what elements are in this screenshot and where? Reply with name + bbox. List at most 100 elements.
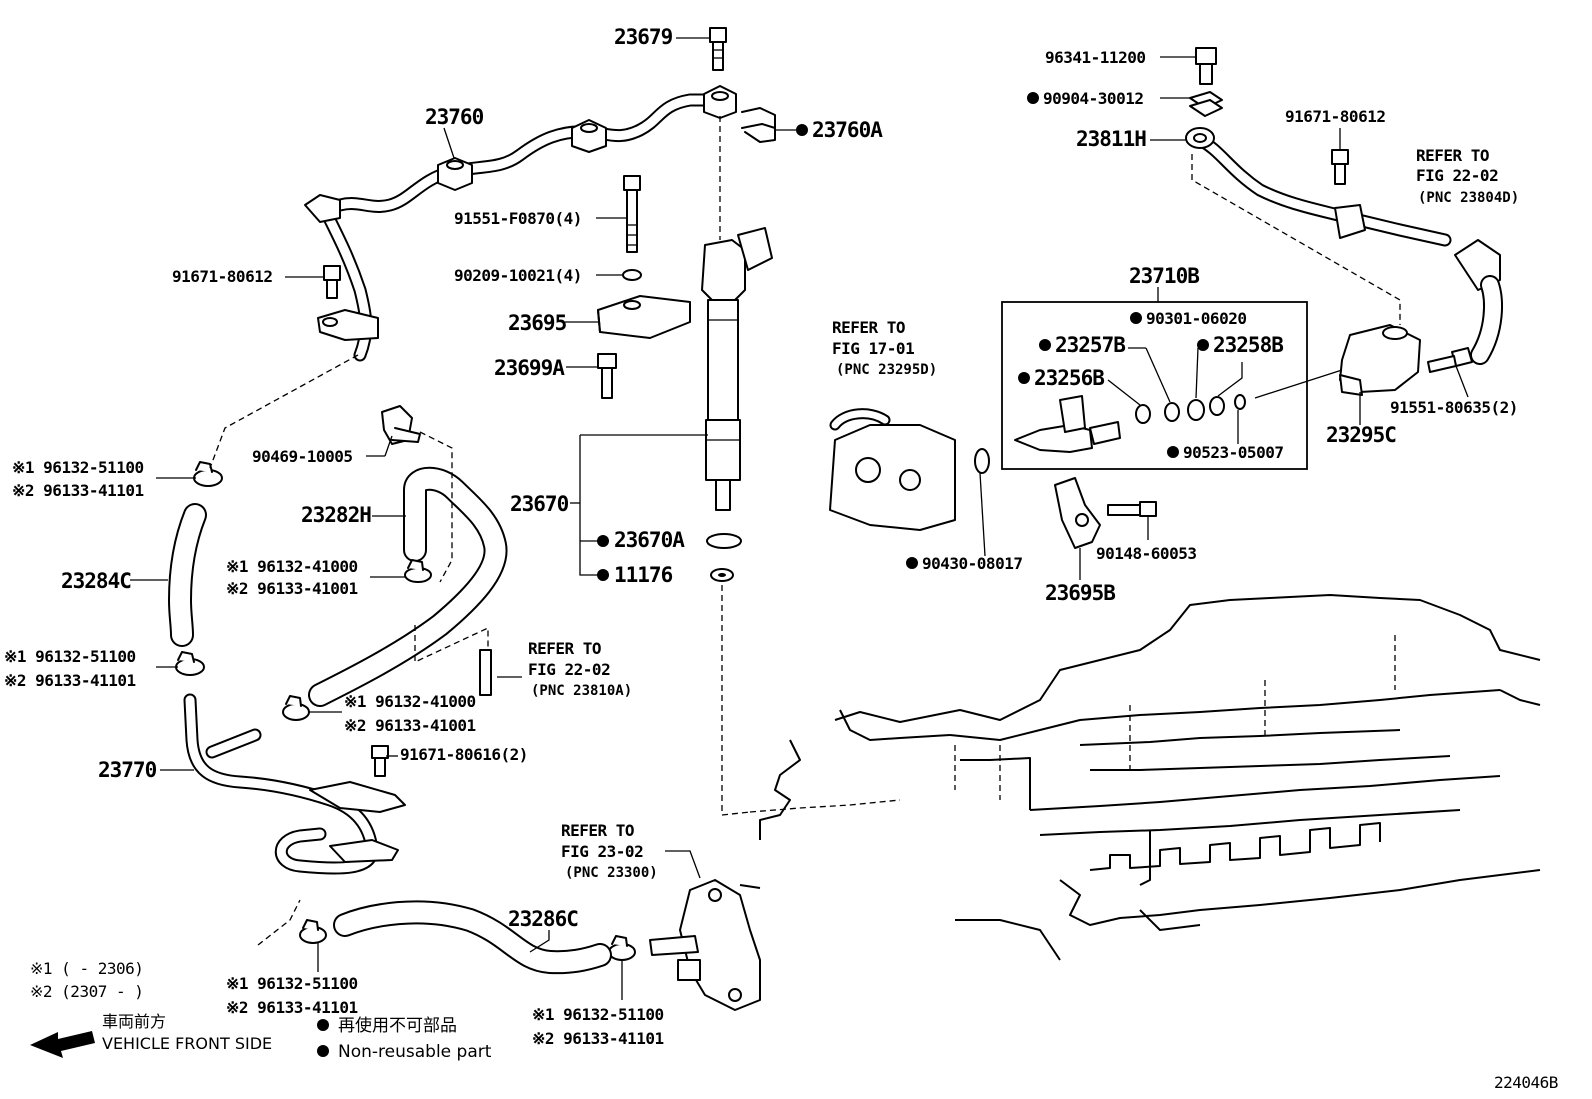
label-23258B: 23258B [1213, 333, 1283, 357]
label-23710B: 23710B [1129, 264, 1199, 288]
kit-box-23710B [1001, 301, 1308, 470]
refer-r2-line1: REFER TO [832, 318, 905, 337]
clamp-23695 [597, 295, 691, 339]
clamp-mid-left [175, 651, 205, 676]
clamp-lower-hose [282, 695, 310, 721]
bolt-91671-80612-left [323, 265, 341, 299]
legend-nonreuse-en: Non-reusable part [338, 1042, 492, 1062]
diagram-id: 224046B [1494, 1073, 1558, 1092]
nonreusable-markers [317, 92, 1209, 1057]
clamp-bottom-left [299, 919, 327, 944]
clamp-label-c5b: ※2 96133-41101 [226, 998, 358, 1017]
label-23295C: 23295C [1326, 423, 1396, 447]
leader-lines [130, 37, 1469, 1000]
label-91671-80616: 91671-80616(2) [400, 745, 528, 764]
fuel-pump [649, 879, 761, 1011]
refer-r3-line3: (PNC 23810A) [531, 683, 632, 699]
label-90469: 90469-10005 [252, 447, 352, 466]
engine-block [749, 594, 1541, 961]
vehicle-front-arrow-icon [30, 1031, 95, 1058]
clip-23760A [741, 107, 776, 143]
refer-r4-line2: FIG 23-02 [561, 842, 643, 861]
label-90148: 90148-60053 [1096, 544, 1196, 563]
label-90430: 90430-08017 [922, 554, 1022, 573]
label-23284C: 23284C [61, 569, 131, 593]
gasket-hole [718, 573, 726, 577]
bolt-23699A [597, 353, 617, 399]
clamp-labels: ※1 96132-51100 ※2 96133-41101 ※1 96132-4… [4, 458, 664, 1048]
gasket-90904 [1189, 91, 1223, 117]
label-11176: 11176 [614, 563, 673, 587]
clamp-label-c6a: ※1 96132-51100 [532, 1005, 664, 1024]
label-90209: 90209-10021(4) [454, 266, 582, 285]
bracket-23695B [1054, 477, 1101, 549]
refer-r1-line3: (PNC 23804D) [1418, 190, 1519, 206]
hose-23804D [1454, 239, 1503, 365]
label-91551-F0870: 91551-F0870(4) [454, 209, 582, 228]
refer-r4-line1: REFER TO [561, 821, 634, 840]
label-23695: 23695 [508, 311, 567, 335]
washer-90209 [622, 269, 642, 281]
bolt-23679 [709, 27, 727, 71]
o-ring-23670A [706, 533, 742, 549]
label-23670: 23670 [510, 492, 569, 516]
housing-23295C [1339, 324, 1421, 396]
clamp-label-c3a: ※1 96132-51100 [4, 647, 136, 666]
bolt-91551-F0870 [623, 175, 641, 253]
clamp-label-c1a: ※1 96132-51100 [12, 458, 144, 477]
refer-r2-line2: FIG 17-01 [832, 339, 914, 358]
bolt-91551-80635 [1427, 347, 1473, 373]
label-23286C: 23286C [508, 907, 578, 931]
refer-labels: REFER TO FIG 22-02 (PNC 23804D) REFER TO… [528, 146, 1519, 881]
legend-note-2: ※2 (2307 - ) [30, 982, 143, 1001]
label-23699A: 23699A [494, 356, 565, 380]
clamp-label-c6b: ※2 96133-41101 [532, 1029, 664, 1048]
hose-23282H [308, 466, 508, 707]
refer-r3-line1: REFER TO [528, 639, 601, 658]
refer-r4-line3: (PNC 23300) [565, 865, 658, 881]
label-23695B: 23695B [1045, 581, 1115, 605]
label-23282H: 23282H [301, 503, 371, 527]
label-90523: 90523-05007 [1183, 443, 1283, 462]
label-23670A: 23670A [614, 528, 685, 552]
pipe-23770 [183, 693, 406, 875]
bolt-91671-80612-right [1331, 149, 1349, 185]
label-23256B: 23256B [1034, 366, 1104, 390]
refer-r3-line2: FIG 22-02 [528, 660, 610, 679]
part-labels: 23679 23760 23760A 91551-F0870(4) 90209-… [61, 25, 1558, 1092]
label-91671-80612-left: 91671-80612 [172, 267, 272, 286]
fuel-pipe-23760 [304, 85, 737, 362]
hose-23284C [168, 503, 207, 647]
pipe-23811H [1185, 127, 1452, 247]
label-91671-80612-right: 91671-80612 [1285, 107, 1385, 126]
clamp-label-c1b: ※2 96133-41101 [12, 481, 144, 500]
label-91551-80635: 91551-80635(2) [1390, 398, 1518, 417]
legend-front-en: VEHICLE FRONT SIDE [102, 1034, 272, 1053]
bolt-91671-80616 [371, 745, 389, 777]
label-23679: 23679 [614, 25, 673, 49]
legend-note-1: ※1 ( - 2306) [30, 959, 143, 978]
injector-small-kit [1014, 394, 1246, 453]
clamp-label-c5a: ※1 96132-51100 [226, 974, 358, 993]
label-90301: 90301-06020 [1146, 309, 1246, 328]
injector-23670 [701, 227, 773, 511]
label-23760: 23760 [425, 105, 484, 129]
clamp-label-c4b: ※2 96133-41001 [344, 716, 476, 735]
clip-90469 [381, 405, 421, 445]
pipe-stub-23810A [479, 649, 492, 696]
refer-r2-line3: (PNC 23295D) [836, 362, 937, 378]
legend: ※1 ( - 2306) ※2 (2307 - ) 車両前方 VEHICLE F… [30, 959, 492, 1062]
clamp-label-c2b: ※2 96133-41001 [226, 579, 358, 598]
label-96341: 96341-11200 [1045, 48, 1145, 67]
bolt-90148 [1107, 501, 1157, 517]
gasket-90430 [974, 448, 990, 474]
label-23257B: 23257B [1055, 333, 1125, 357]
legend-nonreuse-jp: 再使用不可部品 [338, 1015, 457, 1036]
label-23811H: 23811H [1076, 127, 1146, 151]
hose-23286C [333, 900, 612, 975]
clamp-upper-left [193, 461, 223, 487]
refer-r1-line2: FIG 22-02 [1416, 166, 1498, 185]
clamp-label-c3b: ※2 96133-41101 [4, 671, 136, 690]
